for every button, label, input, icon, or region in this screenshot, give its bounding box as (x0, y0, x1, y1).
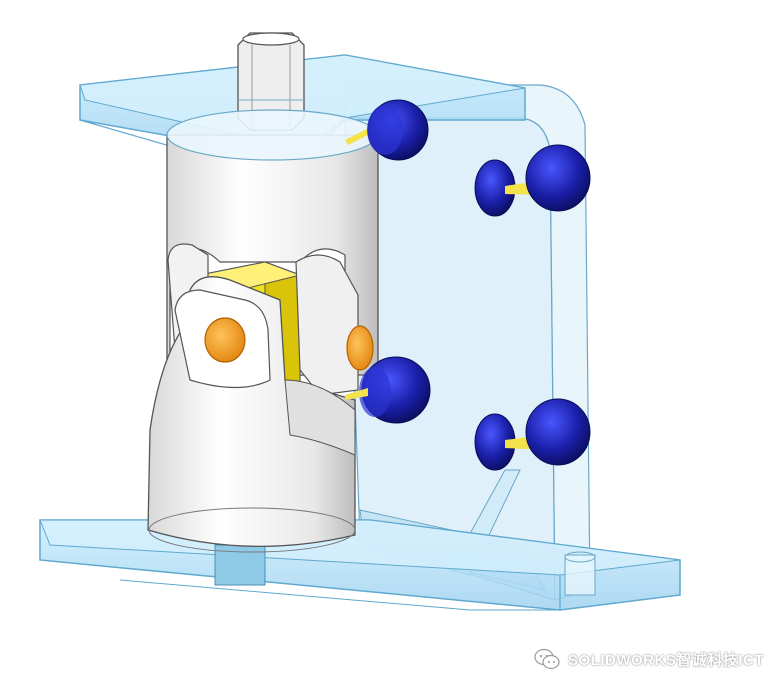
wechat-icon (534, 648, 560, 670)
watermark: SOLIDWORKS智诚科技ICT (534, 648, 764, 670)
bolt-bottom-right (474, 398, 591, 471)
cross-pins (204, 317, 374, 371)
bolt-top-left (345, 99, 429, 161)
pin-right (346, 325, 374, 371)
pin-left (204, 317, 246, 363)
bolts (345, 99, 591, 471)
bolt-middle-left (345, 356, 431, 424)
bolt-top-right (474, 144, 591, 217)
watermark-text: SOLIDWORKS智诚科技ICT (568, 651, 764, 669)
